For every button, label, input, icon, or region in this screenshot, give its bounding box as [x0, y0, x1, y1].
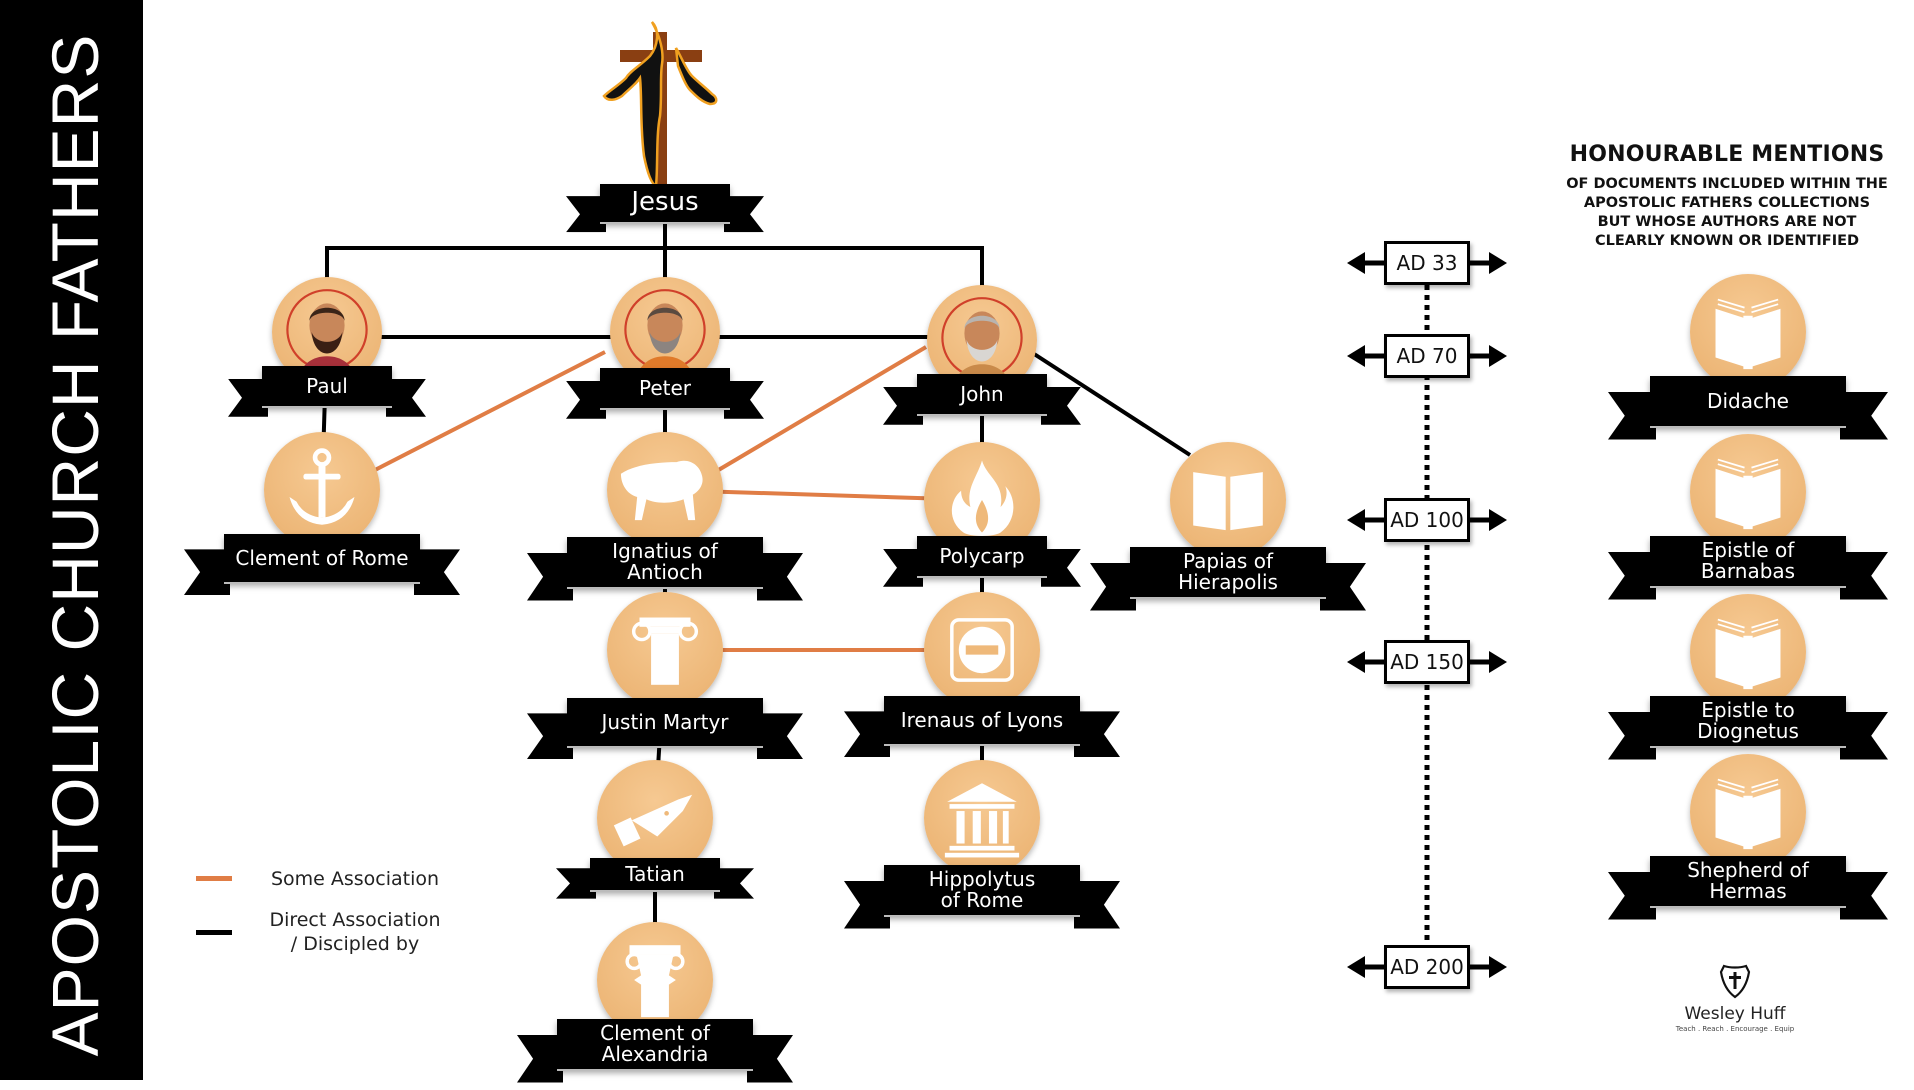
timeline-label: AD 70 — [1396, 344, 1458, 368]
label-line: Epistle to — [1701, 698, 1795, 722]
some-association-line — [374, 350, 606, 472]
ribbon-label: Justin Martyr — [567, 698, 763, 746]
book-icon — [1715, 298, 1781, 370]
book-icon — [1715, 778, 1781, 850]
label-line: Barnabas — [1700, 559, 1796, 583]
label-line: Shepherd of — [1687, 858, 1809, 882]
tatian-circle — [597, 760, 713, 876]
flame-icon — [951, 460, 1014, 536]
anchor-icon — [289, 448, 355, 525]
temple-icon — [944, 783, 1020, 858]
open-book-icon — [1193, 472, 1263, 531]
timeline-marker: AD 100 — [1384, 498, 1470, 542]
ionic-column-icon — [631, 617, 699, 685]
timeline-label: AD 150 — [1390, 650, 1464, 674]
label-line: Diognetus — [1697, 719, 1799, 743]
hippolytus-circle — [924, 760, 1040, 876]
label-line: Clement of — [600, 1021, 710, 1045]
timeline-marker: AD 200 — [1384, 945, 1470, 989]
legend-direct-association-swatch — [196, 930, 232, 935]
logo-name: Wesley Huff — [1684, 1004, 1786, 1024]
label-line: Justin Martyr — [601, 709, 729, 734]
timeline-marker: AD 150 — [1384, 640, 1470, 684]
ribbon-label: Didache — [1650, 376, 1846, 426]
ribbon-label: Tatian — [590, 858, 720, 890]
honourable-mentions-title: HONOURABLE MENTIONS — [1569, 142, 1885, 167]
label-line: Papias of — [1183, 549, 1273, 573]
jesus-cross-icon — [600, 16, 730, 188]
label-line: Paul — [306, 373, 348, 398]
honourable-mention-circle — [1690, 274, 1806, 390]
capital-column-icon — [625, 945, 685, 1018]
wesley-huff-logo: Wesley Huff Teach . Reach . Encourage . … — [1660, 962, 1810, 1034]
label-line: Hermas — [1709, 879, 1787, 903]
logo-tagline: Teach . Reach . Encourage . Equip — [1675, 1025, 1795, 1033]
label-line: Epistle of — [1701, 538, 1795, 562]
no-entry-icon — [950, 618, 1014, 682]
label-line: Clement of Rome — [235, 545, 409, 570]
label-line: John — [960, 381, 1004, 406]
fountain-pen-icon — [613, 794, 693, 847]
label-line: of Rome — [940, 888, 1024, 912]
ribbon-label: Polycarp — [917, 536, 1047, 576]
subtitle-line: OF DOCUMENTS INCLUDED WITHIN THE — [1566, 176, 1888, 192]
label-line: Didache — [1707, 388, 1789, 413]
subtitle-line: CLEARLY KNOWN OR IDENTIFIED — [1594, 233, 1860, 249]
ribbon-label: Jesus — [600, 184, 730, 222]
timeline-marker: AD 70 — [1384, 334, 1470, 378]
label-line: Ignatius of — [612, 539, 718, 563]
timeline-marker: AD 33 — [1384, 241, 1470, 285]
label-line: Antioch — [627, 560, 703, 584]
legend-direct-association-label: Direct Association / Discipled by — [250, 908, 460, 956]
label-line: Irenaus of Lyons — [900, 707, 1064, 732]
justin-circle — [607, 592, 723, 708]
book-icon — [1715, 618, 1781, 690]
papias-circle — [1170, 442, 1286, 558]
book-icon — [1715, 458, 1781, 530]
label-line: Hippolytus — [928, 867, 1036, 891]
shield-cross-icon — [1660, 962, 1810, 1004]
label-line: Alexandria — [601, 1042, 709, 1066]
subtitle-line: BUT WHOSE AUTHORS ARE NOT — [1597, 214, 1857, 230]
ignatius-circle — [607, 432, 723, 548]
legend-some-association-swatch — [196, 876, 232, 881]
ribbon-label: John — [917, 374, 1047, 414]
label-line: Tatian — [625, 861, 685, 886]
timeline-label: AD 100 — [1390, 508, 1464, 532]
honourable-mention-circle — [1690, 754, 1806, 870]
honourable-mentions-subtitle: OF DOCUMENTS INCLUDED WITHIN THE APOSTOL… — [1540, 175, 1914, 251]
clement_rome-circle — [264, 432, 380, 548]
irenaus-circle — [924, 592, 1040, 708]
ribbon-label: Paul — [262, 366, 392, 406]
direct-line — [1026, 348, 1192, 457]
clement_alex-circle — [597, 922, 713, 1038]
honourable-mention-circle — [1690, 434, 1806, 550]
timeline-label: AD 33 — [1396, 251, 1458, 275]
sidebar: APOSTOLIC CHURCH FATHERS IN RELATION TO … — [0, 0, 198, 1080]
timeline-label: AD 200 — [1390, 955, 1464, 979]
subtitle-line: APOSTOLIC FATHERS COLLECTIONS — [1583, 195, 1871, 211]
label-line: Hierapolis — [1178, 570, 1278, 594]
ribbon-label: Irenaus of Lyons — [884, 696, 1080, 744]
ribbon-label: Peter — [600, 368, 730, 408]
legend-line: / Discipled by — [290, 933, 420, 955]
some-association-line — [703, 345, 928, 480]
label-line: Polycarp — [939, 543, 1025, 568]
legend-line: Direct Association — [269, 909, 441, 931]
lion-icon — [620, 460, 703, 521]
ribbon-label: Clement of Rome — [224, 534, 420, 582]
label-line: Peter — [638, 375, 692, 400]
honourable-mention-circle — [1690, 594, 1806, 710]
legend-some-association-label: Some Association — [270, 868, 440, 890]
label-line: Jesus — [631, 187, 699, 218]
